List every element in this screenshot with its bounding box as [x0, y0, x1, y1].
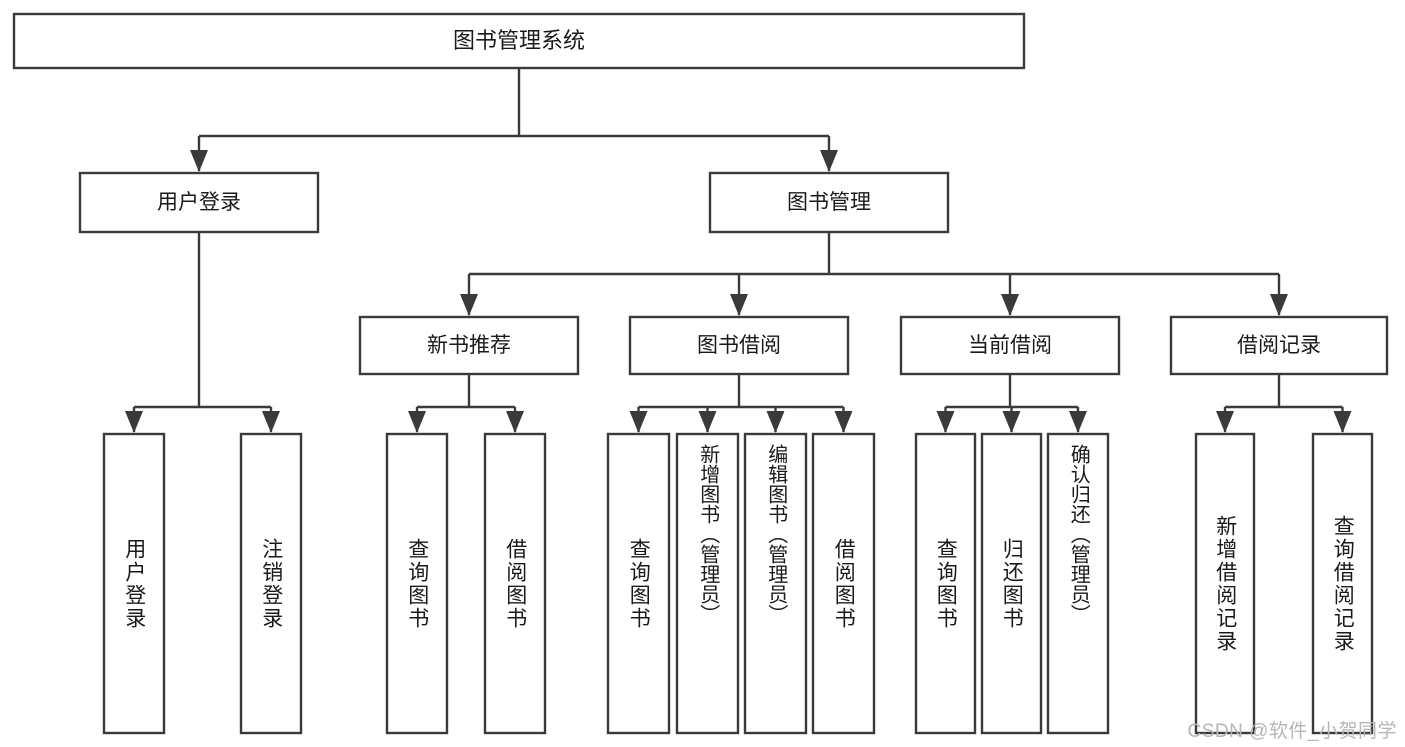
- level2-node-box-book-management[interactable]: [708, 171, 950, 234]
- arrow-head-icon: [834, 411, 853, 433]
- arrow-head-icon: [1001, 294, 1019, 316]
- level3-node-label-book-borrow: 图书借阅: [697, 334, 781, 357]
- connector-layer: [125, 68, 1352, 433]
- leaf-node-box-leaf-query-book-3[interactable]: [914, 432, 977, 735]
- level3-node-label-borrow-record: 借阅记录: [1237, 334, 1321, 357]
- level2-node-box-user-login[interactable]: [78, 171, 320, 234]
- level2-node-label-book-management: 图书管理: [787, 191, 871, 214]
- leaf-node-box-leaf-query-book-1[interactable]: [385, 432, 449, 735]
- leaf-node-box-leaf-user-login[interactable]: [102, 432, 166, 735]
- level3-node-box-current-borrow[interactable]: [899, 315, 1121, 376]
- level2-node-label-user-login: 用户登录: [157, 191, 241, 214]
- level3-node-label-new-book-rec: 新书推荐: [427, 334, 511, 357]
- arrow-head-icon: [1069, 411, 1087, 433]
- arrow-head-icon: [1333, 411, 1352, 433]
- arrow-head-icon: [460, 294, 478, 316]
- arrow-head-icon: [820, 150, 838, 172]
- root-node-label: 图书管理系统: [453, 28, 585, 53]
- root-node-box[interactable]: [12, 12, 1026, 70]
- arrow-head-icon: [766, 411, 785, 433]
- leaf-node-box-leaf-return-book[interactable]: [980, 432, 1043, 735]
- watermark-text: CSDN @软件_小贺同学: [1187, 721, 1397, 742]
- leaf-node-box-leaf-user-logout[interactable]: [239, 432, 303, 735]
- leaf-node-box-leaf-query-record[interactable]: [1311, 432, 1374, 735]
- node-box-layer: [12, 12, 1389, 735]
- arrow-head-icon: [1216, 411, 1234, 433]
- leaf-node-box-leaf-borrow-book-2[interactable]: [811, 432, 876, 735]
- leaf-node-box-leaf-confirm-return[interactable]: [1046, 432, 1110, 735]
- arrow-head-icon: [629, 411, 648, 433]
- arrow-head-icon: [730, 294, 748, 316]
- leaf-node-box-leaf-edit-book[interactable]: [743, 432, 808, 735]
- arrow-head-icon: [190, 150, 208, 172]
- arrow-head-icon: [698, 411, 717, 433]
- leaf-node-box-leaf-add-record[interactable]: [1194, 432, 1256, 735]
- arrow-head-icon: [1270, 294, 1288, 316]
- leaf-node-box-leaf-query-book-2[interactable]: [606, 432, 671, 735]
- leaf-node-box-leaf-add-book[interactable]: [675, 432, 740, 735]
- level3-node-label-current-borrow: 当前借阅: [968, 334, 1052, 357]
- level3-node-box-new-book-rec[interactable]: [358, 315, 580, 376]
- level3-node-box-borrow-record[interactable]: [1169, 315, 1389, 376]
- leaf-node-box-leaf-borrow-book-1[interactable]: [483, 432, 547, 735]
- arrow-head-icon: [936, 411, 955, 433]
- arrow-head-icon: [506, 411, 524, 433]
- arrow-head-icon: [262, 411, 280, 433]
- arrow-head-icon: [1002, 411, 1021, 433]
- arrow-head-icon: [125, 411, 143, 433]
- level3-node-box-book-borrow[interactable]: [628, 315, 850, 376]
- arrow-head-icon: [408, 411, 426, 433]
